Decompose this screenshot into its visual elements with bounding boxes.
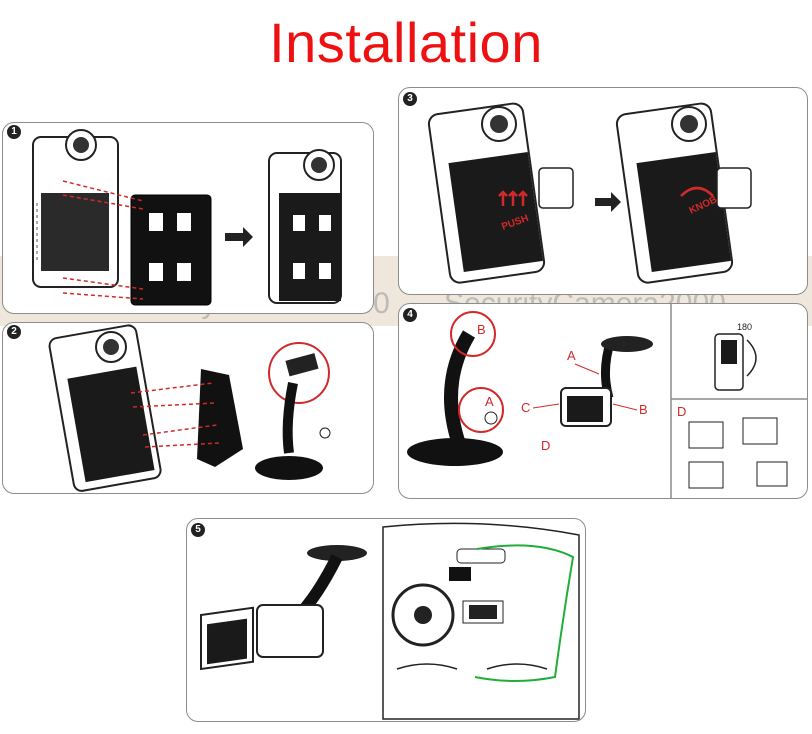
step-3-badge: 3 (403, 92, 417, 106)
step-4-illustration: B A A C B D 180 D (407, 304, 807, 498)
step-5-panel: 5 (186, 518, 586, 722)
step-2-illustration (48, 324, 331, 492)
step-1-panel: 1 (2, 122, 374, 314)
step-3-panel: PUSH KNOB 3 (398, 87, 808, 295)
step-2-panel: 2 (2, 322, 374, 494)
step-5-illustration (200, 522, 580, 720)
step-1-illustration (32, 129, 342, 306)
step-1-badge: 1 (7, 125, 21, 139)
label-b-2: B (639, 402, 648, 417)
step-2-badge: 2 (7, 325, 21, 339)
label-b-1: B (477, 322, 486, 337)
step-3-illustration: PUSH KNOB (427, 102, 752, 284)
label-d: D (541, 438, 550, 453)
page-title: Installation (269, 11, 543, 74)
step-5-badge: 5 (191, 523, 205, 537)
label-a-1: A (485, 394, 494, 409)
label-c: C (521, 400, 530, 415)
rotation-angle: 180 (737, 322, 752, 332)
step-4-panel: B A A C B D 180 D 4 (398, 303, 808, 499)
step-4-badge: 4 (403, 308, 417, 322)
inset-label-d: D (677, 404, 686, 419)
label-a-2: A (567, 348, 576, 363)
